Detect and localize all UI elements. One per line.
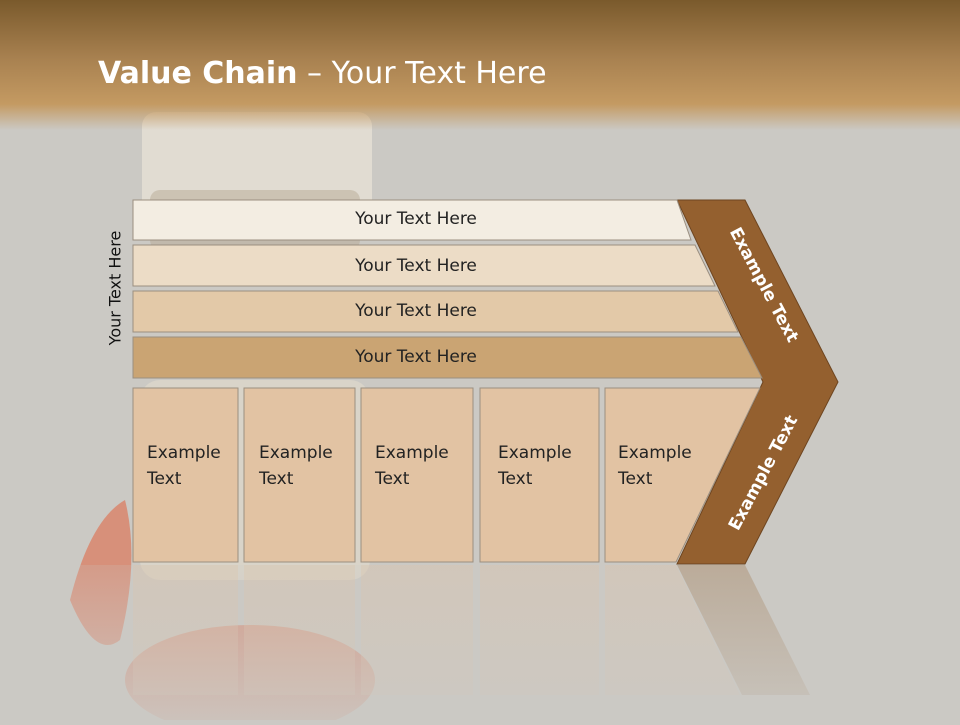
box-text-5: Example Text — [618, 440, 713, 492]
page-title: Value Chain – Your Text Here — [98, 54, 547, 94]
bar-shape-3 — [132, 290, 739, 333]
bar-label-2: Your Text Here — [355, 256, 477, 276]
box-text-4: Example Text — [498, 440, 593, 492]
bar-shape-4 — [132, 336, 763, 379]
box-shape-2 — [243, 387, 356, 563]
title-bold: Value Chain — [98, 56, 298, 91]
title-rest: – Your Text Here — [297, 56, 547, 91]
box-text-5-line1: Example — [618, 443, 692, 463]
bar-label-1: Your Text Here — [355, 209, 477, 229]
box-text-1: Example Text — [147, 440, 242, 492]
box-text-1-line2: Text — [147, 469, 182, 489]
bar-shape-1 — [132, 199, 692, 241]
box-text-3-line2: Text — [375, 469, 410, 489]
box-shape-4 — [479, 387, 600, 563]
box-shape-1 — [132, 387, 239, 563]
box-text-2-line2: Text — [259, 469, 294, 489]
box-shape-3 — [360, 387, 474, 563]
box-text-3: Example Text — [375, 440, 470, 492]
box-shape-5 — [604, 387, 761, 563]
reflection-fade — [0, 565, 960, 725]
bar-shape-2 — [132, 244, 716, 287]
box-text-3-line1: Example — [375, 443, 449, 463]
box-text-2: Example Text — [259, 440, 354, 492]
box-text-2-line1: Example — [259, 443, 333, 463]
title-bar — [0, 0, 960, 130]
chevron-arrow — [676, 199, 839, 565]
box-text-1-line1: Example — [147, 443, 221, 463]
box-text-4-line1: Example — [498, 443, 572, 463]
box-text-4-line2: Text — [498, 469, 533, 489]
bar-label-3: Your Text Here — [355, 301, 477, 321]
box-text-5-line2: Text — [618, 469, 653, 489]
bar-label-4: Your Text Here — [355, 347, 477, 367]
